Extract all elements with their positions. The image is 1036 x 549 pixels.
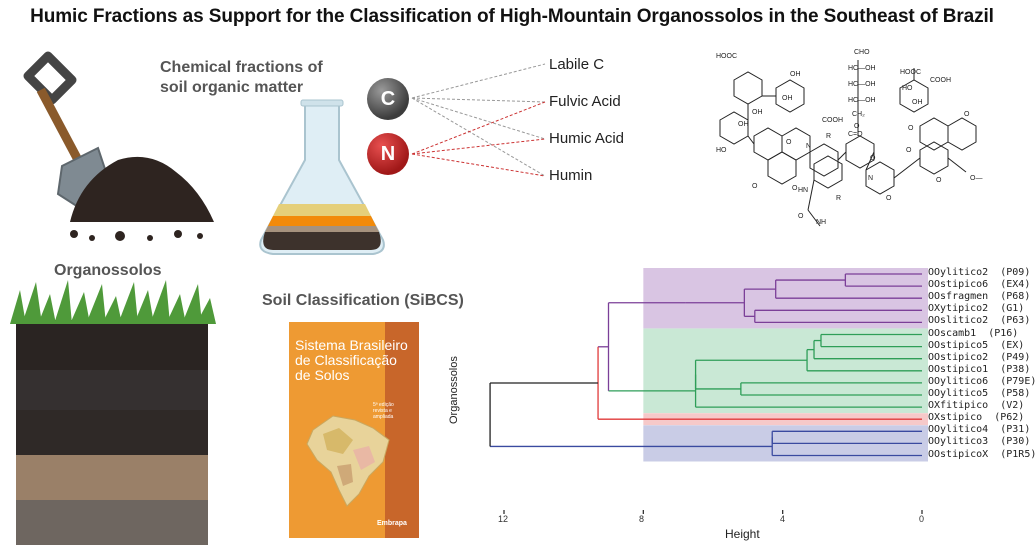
chemical-fractions-title-line-2: soil organic matter <box>160 79 304 96</box>
molecule-label: NH <box>816 219 826 226</box>
molecule-label: COOH <box>930 77 951 84</box>
dendrogram-leaf-label: OOylitico2 (P09) <box>928 267 1031 278</box>
book-title-line-2: de Classificação <box>295 352 397 368</box>
molecule-label: OH <box>782 95 793 102</box>
fraction-fulvic-acid: Fulvic Acid <box>549 93 621 110</box>
dendrogram-chart <box>489 268 928 514</box>
dendrogram-leaf-label: OXytipico2 (G1) <box>928 303 1025 315</box>
book-title: Sistema Brasileiro de Classificação de S… <box>295 338 415 383</box>
chemical-fractions-title-line-1: Chemical fractions of <box>160 59 323 76</box>
molecule-label: HC—OH <box>848 97 876 104</box>
humic-acid-molecule-diagram: HOOC OH OH HO OH O O O N COOH R CHO HC—O… <box>716 49 982 227</box>
brazil-map-icon <box>306 415 390 507</box>
dendrogram-leaf-label: OOscamb1 (P16) <box>928 327 1019 339</box>
sibcs-book-cover: Sistema Brasileiro de Classificação de S… <box>289 322 419 538</box>
dendrogram-leaf-label: OOstipico1 (P38) <box>928 363 1031 375</box>
x-tick-label: 0 <box>919 514 925 524</box>
molecule-label: HO <box>902 85 913 92</box>
book-spine <box>385 322 419 538</box>
dendrogram-leaf-label: OOylitico3 (P30) <box>928 436 1031 448</box>
x-tick-label: 12 <box>498 514 509 524</box>
carbon-element-badge: C <box>367 78 409 120</box>
book-title-line-3: de Solos <box>295 367 350 383</box>
publisher-logo: Embrapa <box>377 520 407 527</box>
molecule-label: OH <box>912 99 923 106</box>
molecule-label: O <box>964 111 970 118</box>
erlenmeyer-flask-icon <box>259 99 385 255</box>
molecule-label: O— <box>970 175 982 182</box>
soil-profile-illustration <box>10 280 216 545</box>
dendrogram-leaf-label: OOstipico2 (P49) <box>928 351 1031 363</box>
molecule-label: OH <box>790 71 801 78</box>
molecule-label: HOOC <box>716 53 737 60</box>
molecule-label: O <box>886 195 892 202</box>
fraction-labile-c: Labile C <box>549 56 605 73</box>
molecule-label: CH₂ <box>852 111 865 118</box>
book-edition-line-1: 5ª edição <box>373 402 394 408</box>
molecule-label: O <box>792 185 798 192</box>
molecule-label: R <box>836 195 841 202</box>
molecule-label: N <box>868 175 873 182</box>
dendrogram-leaf-label: OOylitico4 (P31) <box>928 424 1031 436</box>
molecule-label: O <box>908 125 914 132</box>
shovel-soil-illustration <box>23 51 214 241</box>
molecule-label: CHO <box>854 49 870 56</box>
dendrogram-leaf-label: OOylitico5 (P58) <box>928 388 1031 399</box>
molecule-label: O <box>752 183 758 190</box>
x-tick-label: 8 <box>639 514 645 524</box>
dendrogram-leaf-label: OOstipico6 (EX4) <box>928 279 1031 291</box>
grass-icon <box>10 280 216 324</box>
molecule-label: HC—OH <box>848 81 876 88</box>
dendrogram-leaf-label: OOstipicoX (P1R5) <box>928 448 1036 460</box>
molecule-label: HOOC <box>900 69 921 76</box>
molecule-label: OH <box>738 121 749 128</box>
molecule-label: HN <box>798 187 808 194</box>
book-edition-line-2: revista e ampliada <box>373 408 394 420</box>
molecule-label: HC—OH <box>848 65 876 72</box>
dendrogram-leaf-label: OOylitico6 (P79E) <box>928 375 1036 387</box>
nitrogen-element-badge: N <box>367 133 409 175</box>
dendrogram-leaf-label: OOstipico5 (EX) <box>928 339 1025 351</box>
dendrogram-leaf-label: OOslitico2 (P63) <box>928 315 1031 327</box>
dendrogram-leaf-label: OOsfragmen (P68) <box>928 291 1031 303</box>
molecule-label: O <box>798 213 804 220</box>
molecule-label: O <box>906 147 912 154</box>
x-tick-label: 4 <box>780 514 786 524</box>
molecule-label: C=O <box>848 131 863 138</box>
fraction-humin: Humin <box>549 167 593 184</box>
organossolos-label: Organossolos <box>54 262 162 279</box>
fraction-humic-acid: Humic Acid <box>549 130 625 147</box>
y-axis-title: Organossolos <box>448 356 460 424</box>
dendrogram-leaf-label: OXfitipico (V2) <box>928 400 1025 412</box>
dendrogram-leaf-label: OXstipico (P62) <box>928 412 1025 424</box>
molecule-label: O <box>854 123 860 130</box>
soil-pile-icon <box>70 156 214 241</box>
molecule-label: HO <box>716 147 727 154</box>
x-axis-title: Height <box>725 527 760 541</box>
molecule-label: O <box>870 155 876 162</box>
soil-classification-label: Soil Classification (SiBCS) <box>262 292 464 309</box>
molecule-label: O <box>936 177 942 184</box>
book-title-line-1: Sistema Brasileiro <box>295 337 408 353</box>
molecule-label: COOH <box>822 117 843 124</box>
page-title: Humic Fractions as Support for the Class… <box>30 6 994 27</box>
molecule-label: O <box>786 139 792 146</box>
molecule-label: R <box>826 133 831 140</box>
chemical-fractions-title: Chemical fractions of soil organic matte… <box>160 58 360 98</box>
book-edition: 5ª edição revista e ampliada <box>373 402 413 420</box>
molecule-label: N <box>806 143 811 150</box>
molecule-label: OH <box>752 109 763 116</box>
